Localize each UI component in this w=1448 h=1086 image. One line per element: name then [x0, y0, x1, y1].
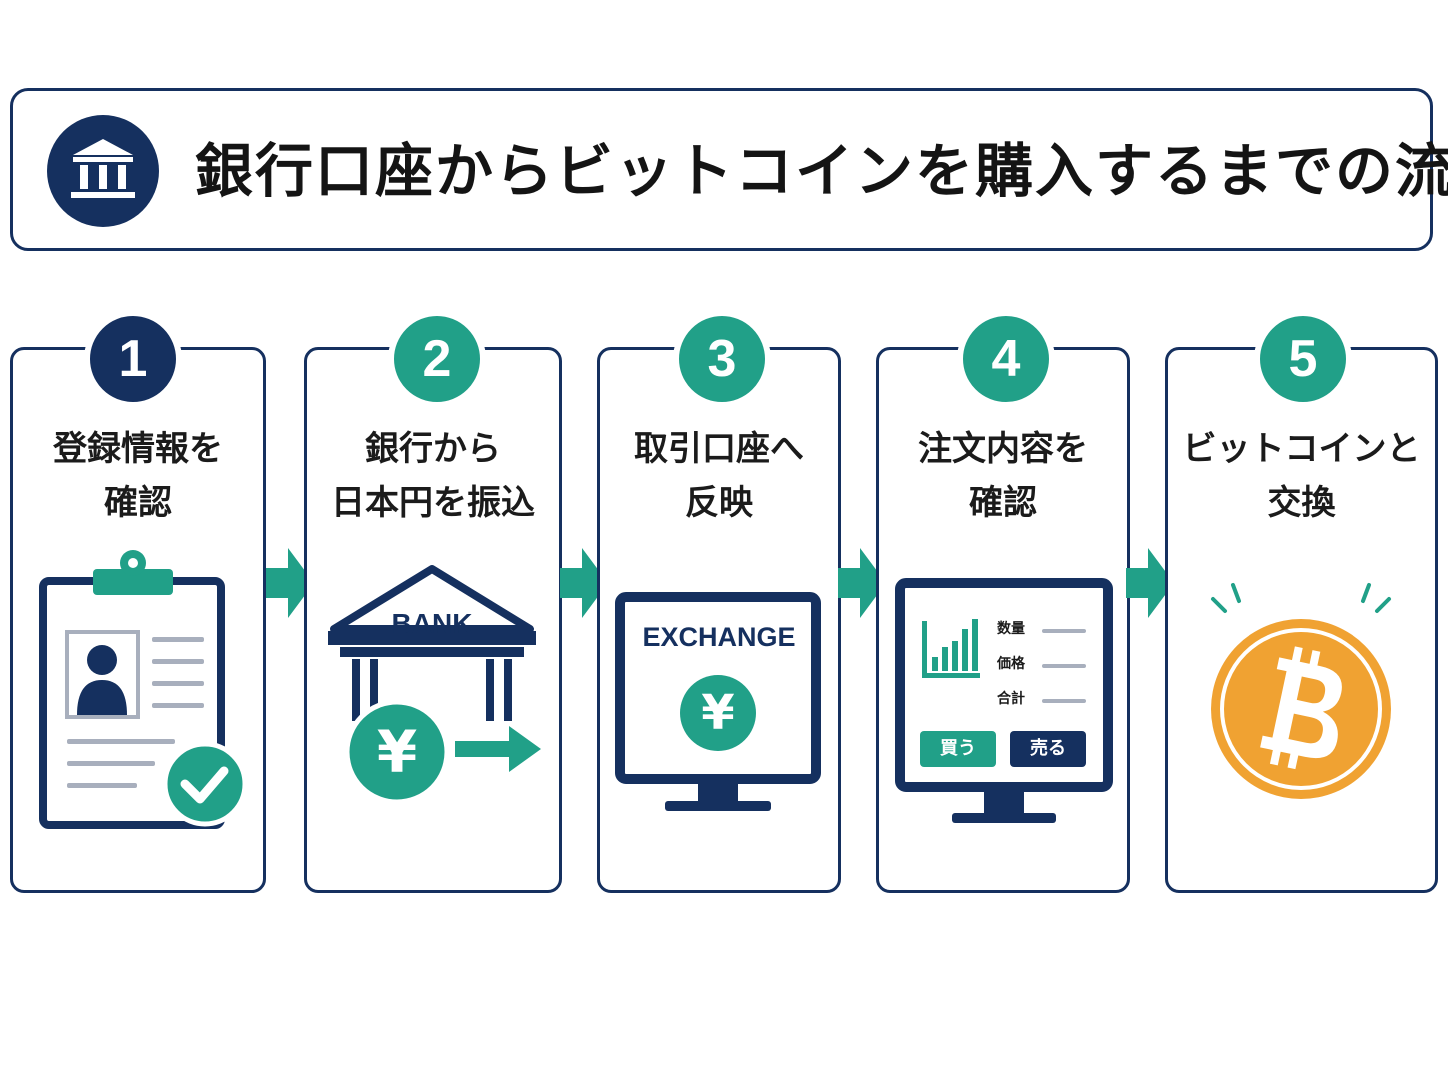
step-card-1: 登録情報を確認 — [10, 347, 266, 893]
step-card-3: 取引口座へ反映 EXCHANGE ¥ — [597, 347, 841, 893]
step-label-2: 銀行から日本円を振込 — [331, 429, 535, 523]
clipboard-check-icon — [39, 550, 248, 829]
step-label-3: 取引口座へ反映 — [634, 429, 804, 523]
bank-icon — [47, 115, 159, 227]
buy-button[interactable]: 買う — [940, 738, 976, 759]
step-card-2: 銀行から日本円を振込 BANK ¥ — [304, 347, 562, 893]
step-number-3: 3 — [673, 310, 771, 408]
yen-symbol: ¥ — [701, 685, 735, 741]
step-label-4: 注文内容を確認 — [918, 429, 1088, 523]
arrow-right-icon — [1126, 548, 1174, 618]
bank-transfer-icon — [328, 565, 541, 805]
arrow-right-icon — [838, 548, 886, 618]
arrow-right-icon — [560, 548, 608, 618]
bar-chart-icon — [922, 619, 980, 678]
price-label: 価格 — [997, 656, 1025, 672]
step-number-4: 4 — [957, 310, 1055, 408]
step-number-1: 1 — [84, 310, 182, 408]
title-banner: 銀行口座からビットコインを購入するまでの流れ — [10, 88, 1448, 251]
step-label-1: 登録情報を確認 — [53, 429, 223, 523]
total-label: 合計 — [997, 691, 1025, 707]
step-card-5: ビットコインと交換 — [1165, 347, 1438, 893]
yen-symbol: ¥ — [376, 718, 418, 786]
bitcoin-icon — [1211, 583, 1391, 799]
order-monitor-icon — [895, 578, 1113, 823]
exchange-label: EXCHANGE — [642, 622, 796, 652]
step-number-2: 2 — [388, 310, 486, 408]
quantity-label: 数量 — [997, 621, 1025, 637]
sell-button[interactable]: 売る — [1030, 738, 1066, 759]
bank-label: BANK — [391, 608, 473, 639]
page-title: 銀行口座からビットコインを購入するまでの流れ — [195, 137, 1448, 205]
step-number-5: 5 — [1254, 310, 1352, 408]
exchange-monitor-icon — [615, 592, 821, 811]
step-card-4: 注文内容を確認 数量 価格 合計 買う 売る — [876, 347, 1130, 893]
step-label-5: ビットコインと交換 — [1182, 429, 1421, 523]
arrow-right-icon — [266, 548, 314, 618]
